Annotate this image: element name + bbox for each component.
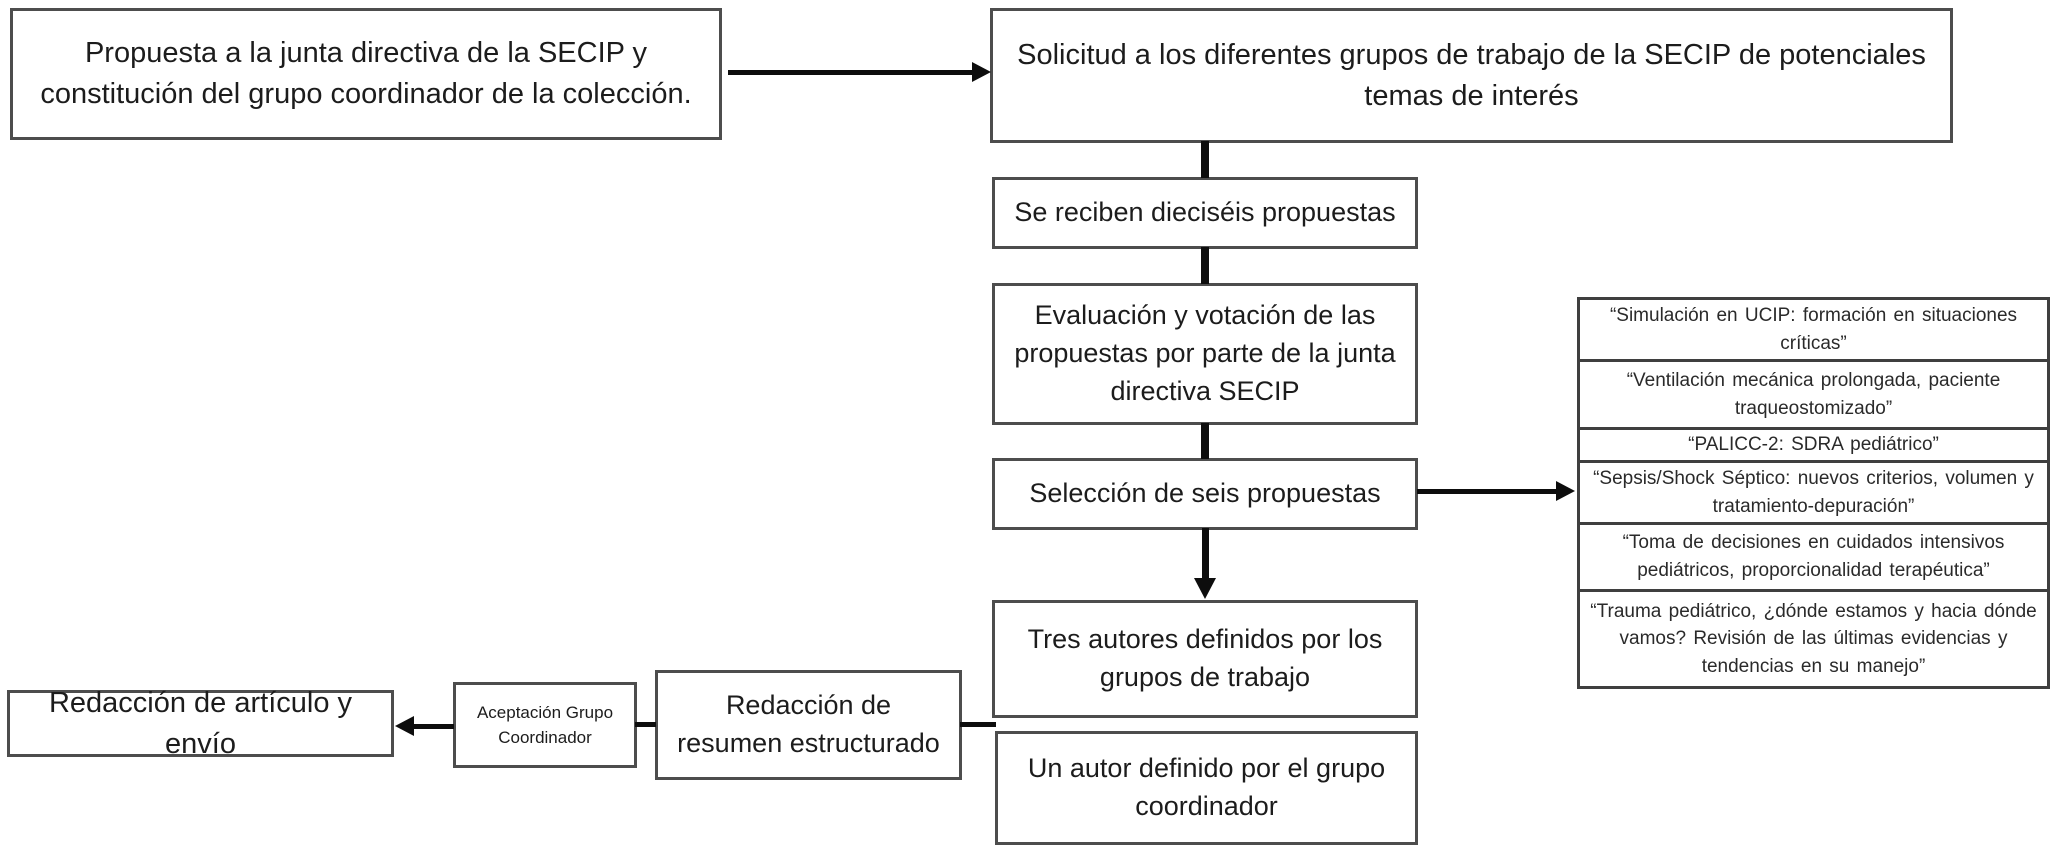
topic-item-label: “PALICC-2: SDRA pediátrico” bbox=[1688, 434, 1939, 456]
topic-item-label: “Ventilación mecánica prolongada, pacien… bbox=[1626, 369, 2001, 419]
flow-node-evaluacion-votacion-label: Evaluación y votación de las propuestas … bbox=[1014, 300, 1396, 406]
connector-resumen-to-aceptacion bbox=[635, 722, 656, 727]
flow-node-solicitud-label: Solicitud a los diferentes grupos de tra… bbox=[1017, 38, 1926, 112]
flow-node-propuesta: Propuesta a la junta directiva de la SEC… bbox=[10, 8, 722, 140]
flow-node-tres-autores: Tres autores definidos por los grupos de… bbox=[992, 600, 1418, 718]
arrowhead-right-icon bbox=[972, 62, 991, 82]
flow-node-aceptacion-grupo-coordinador-label: Aceptación Grupo Coordinador bbox=[476, 702, 614, 748]
topic-item-trauma-pediatrico: “Trauma pediátrico, ¿dónde estamos y hac… bbox=[1580, 592, 2047, 686]
flow-node-evaluacion-votacion: Evaluación y votación de las propuestas … bbox=[992, 283, 1418, 425]
flow-node-se-reciben-propuestas-label: Se reciben dieciséis propuestas bbox=[1014, 197, 1396, 228]
flow-node-un-autor-label: Un autor definido por el grupo coordinad… bbox=[1027, 753, 1386, 821]
topic-item-simulacion-ucip: “Simulación en UCIP: formación en situac… bbox=[1580, 300, 2047, 362]
selected-topics-list: “Simulación en UCIP: formación en situac… bbox=[1577, 297, 2050, 689]
connector-seleccion-to-tres-autores bbox=[1202, 528, 1209, 579]
topic-item-toma-decisiones: “Toma de decisiones en cuidados intensiv… bbox=[1580, 525, 2047, 592]
flow-node-redaccion-articulo-envio: Redacción de artículo y envío bbox=[7, 687, 394, 760]
connector-reciben-to-evaluacion bbox=[1201, 247, 1209, 284]
topic-item-label: “Simulación en UCIP: formación en situac… bbox=[1609, 304, 2018, 354]
flow-node-redaccion-articulo-envio-label: Redacción de artículo y envío bbox=[48, 686, 353, 760]
topic-item-ventilacion-mecanica: “Ventilación mecánica prolongada, pacien… bbox=[1580, 362, 2047, 430]
flow-node-redaccion-resumen: Redacción de resumen estructurado bbox=[655, 670, 962, 780]
flow-node-seleccion-propuestas-label: Selección de seis propuestas bbox=[1029, 478, 1381, 509]
connector-solicitud-to-reciben bbox=[1201, 141, 1209, 178]
topic-item-palicc2-sdra: “PALICC-2: SDRA pediátrico” bbox=[1580, 430, 2047, 463]
flow-node-solicitud: Solicitud a los diferentes grupos de tra… bbox=[990, 8, 1953, 143]
connector-autores-to-resumen bbox=[960, 722, 996, 727]
flow-node-se-reciben-propuestas: Se reciben dieciséis propuestas bbox=[992, 177, 1418, 249]
connector-propuesta-to-solicitud bbox=[728, 70, 974, 75]
flow-node-redaccion-resumen-label: Redacción de resumen estructurado bbox=[677, 690, 940, 758]
arrowhead-left-icon bbox=[395, 716, 414, 736]
flow-node-seleccion-propuestas: Selección de seis propuestas bbox=[992, 458, 1418, 530]
topic-item-sepsis-shock: “Sepsis/Shock Séptico: nuevos criterios,… bbox=[1580, 463, 2047, 525]
connector-aceptacion-to-articulo bbox=[412, 724, 454, 729]
topic-item-label: “Toma de decisiones en cuidados intensiv… bbox=[1622, 532, 2005, 581]
flow-node-aceptacion-grupo-coordinador: Aceptación Grupo Coordinador bbox=[453, 682, 637, 768]
topic-item-label: “Trauma pediátrico, ¿dónde estamos y hac… bbox=[1590, 600, 2037, 677]
topic-item-label: “Sepsis/Shock Séptico: nuevos criterios,… bbox=[1593, 467, 2034, 517]
connector-seleccion-to-topics-list bbox=[1417, 489, 1558, 494]
arrowhead-right-icon bbox=[1556, 481, 1575, 501]
flow-node-propuesta-label: Propuesta a la junta directiva de la SEC… bbox=[40, 37, 692, 110]
flow-node-tres-autores-label: Tres autores definidos por los grupos de… bbox=[1027, 624, 1383, 692]
connector-evaluacion-to-seleccion bbox=[1201, 423, 1209, 459]
flow-node-un-autor: Un autor definido por el grupo coordinad… bbox=[995, 731, 1418, 845]
arrowhead-down-icon bbox=[1194, 578, 1216, 599]
